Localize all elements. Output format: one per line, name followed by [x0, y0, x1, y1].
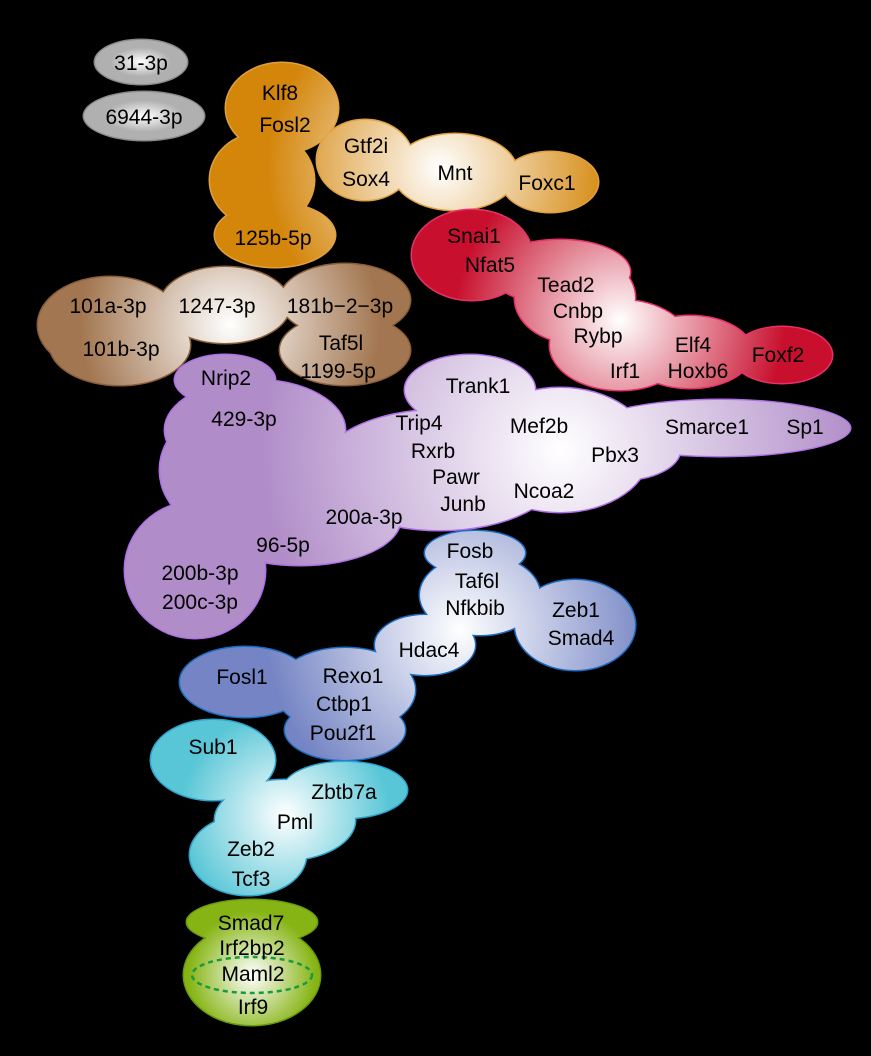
node-label: Trank1 — [446, 375, 511, 398]
node-label: Irf1 — [610, 360, 640, 383]
node-label: Sp1 — [786, 416, 823, 439]
node-label: 31-3p — [114, 52, 168, 75]
node-label: Pawr — [432, 466, 480, 489]
cluster-blue — [178, 529, 637, 762]
node-label: Ctbp1 — [316, 693, 372, 716]
node-label: 101a-3p — [69, 295, 146, 318]
cluster-green — [182, 898, 322, 1027]
node-label: 101b-3p — [82, 338, 159, 361]
cluster-lobe — [393, 134, 517, 210]
cluster-lobe — [280, 315, 410, 385]
cluster-lobe — [160, 267, 290, 343]
node-label: Junb — [440, 493, 486, 516]
node-label: 200b-3p — [161, 562, 238, 585]
node-label: Tead2 — [537, 274, 594, 297]
node-label: Zeb2 — [227, 838, 275, 861]
cluster-brown — [36, 262, 412, 387]
cluster-lobe — [210, 133, 314, 227]
cluster-red — [410, 208, 834, 392]
cluster-lobe — [732, 327, 832, 383]
cluster-orange — [208, 61, 600, 269]
node-label: Pml — [277, 811, 313, 834]
node-label: Nfat5 — [465, 254, 515, 277]
node-label: Klf8 — [262, 82, 298, 105]
node-label: Taf5l — [319, 332, 363, 355]
node-label: Rybp — [573, 325, 622, 348]
node-label: Elf4 — [675, 334, 712, 357]
node-label: Sub1 — [188, 736, 237, 759]
node-label: Foxc1 — [518, 172, 575, 195]
node-label: Smad4 — [548, 627, 615, 650]
cluster-lobe — [420, 555, 540, 635]
node-label: Irf2bp2 — [219, 937, 284, 960]
node-label: Cnbp — [553, 300, 603, 323]
cluster-lobe — [280, 264, 410, 336]
cluster-lobe — [285, 700, 405, 760]
cluster-lobe — [95, 40, 187, 84]
cluster-grey — [82, 38, 206, 142]
cluster-lobe — [190, 815, 306, 895]
node-label: Rxrb — [411, 440, 455, 463]
node-label: Hdac4 — [399, 639, 460, 662]
cluster-cyan — [149, 718, 409, 897]
cluster-lobe — [226, 63, 338, 153]
node-label: 125b-5p — [234, 227, 311, 250]
cluster-purple — [123, 353, 852, 640]
cluster-lobe — [50, 305, 190, 385]
node-label: 6944-3p — [105, 106, 182, 129]
node-label: Zeb1 — [552, 599, 600, 622]
node-label: Irf9 — [238, 996, 268, 1019]
node-label: Nrip2 — [201, 367, 251, 390]
node-label: Fosb — [447, 540, 494, 563]
cluster-lobe — [84, 92, 204, 140]
node-label: Snai1 — [447, 225, 501, 248]
cluster-lobe — [502, 152, 598, 212]
node-label: Zbtb7a — [311, 781, 377, 804]
node-label: Pbx3 — [591, 444, 639, 467]
cluster-lobe — [515, 580, 635, 670]
node-label: 96-5p — [256, 534, 310, 557]
node-label: 181b−2−3p — [287, 295, 393, 318]
node-label: Tcf3 — [232, 868, 271, 891]
node-label: Hoxb6 — [668, 360, 729, 383]
node-label: 1199-5p — [300, 360, 376, 383]
dashed-ring — [190, 955, 314, 995]
node-label: Maml2 — [221, 963, 284, 986]
node-label: 1247-3p — [178, 295, 255, 318]
cluster-lobe — [628, 316, 752, 388]
node-label: Smarce1 — [665, 416, 749, 439]
node-label: Ncoa2 — [514, 480, 575, 503]
cluster-lobe — [184, 925, 320, 1025]
node-label: Taf6l — [455, 570, 499, 593]
cluster-lobe — [317, 120, 413, 200]
node-label: Pou2f1 — [310, 722, 377, 745]
cluster-lobe — [590, 400, 850, 456]
node-label: Mnt — [437, 162, 472, 185]
cluster-lobe — [151, 720, 275, 800]
node-label: Sox4 — [342, 168, 390, 191]
node-label: 200c-3p — [162, 591, 238, 614]
node-label: 200a-3p — [325, 506, 402, 529]
node-label: Fosl1 — [216, 666, 267, 689]
node-label: 429-3p — [211, 408, 276, 431]
node-label: Trip4 — [395, 412, 442, 435]
cluster-lobe — [215, 203, 335, 267]
node-label: Fosl2 — [259, 114, 310, 137]
node-label: Gtf2i — [344, 135, 388, 158]
node-label: Mef2b — [510, 415, 568, 438]
cluster-lobe — [375, 615, 475, 675]
node-label: Nfkbib — [445, 597, 505, 620]
node-label: Smad7 — [218, 912, 285, 935]
node-label: Rexo1 — [323, 665, 384, 688]
node-label: Foxf2 — [752, 344, 805, 367]
